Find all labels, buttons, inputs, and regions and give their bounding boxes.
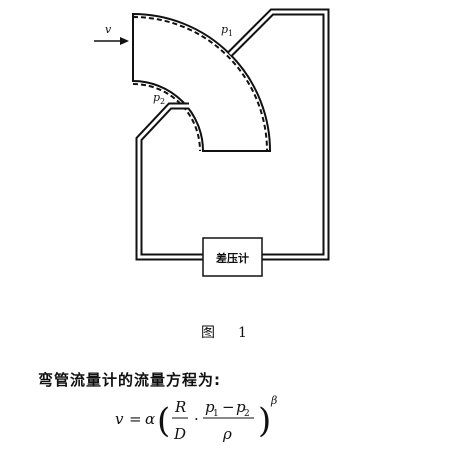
- svg-text:·: ·: [194, 410, 199, 428]
- svg-text:(: (: [157, 401, 170, 441]
- svg-text:=: =: [129, 410, 142, 428]
- svg-text:−: −: [222, 398, 235, 416]
- caption-number: 1: [238, 325, 248, 341]
- bend-flowmeter-diagram: v 差压计 p1 p2: [94, 8, 330, 277]
- svg-text:ρ: ρ: [222, 425, 232, 443]
- svg-text:v: v: [115, 410, 124, 428]
- svg-text:α: α: [145, 410, 155, 428]
- flow-equation: v = α ( R D · p 1 − p 2 ρ ) β: [115, 394, 277, 443]
- flow-arrow: [94, 37, 129, 45]
- svg-text:R: R: [174, 398, 186, 416]
- svg-text:p: p: [205, 398, 215, 416]
- velocity-label: v: [105, 23, 112, 36]
- p1-label: p1: [221, 23, 233, 38]
- caption-text: 图: [201, 325, 217, 341]
- svg-text:): ): [258, 401, 271, 441]
- svg-text:2: 2: [244, 409, 250, 419]
- svg-text:p: p: [236, 398, 246, 416]
- p2-label: p2: [153, 91, 165, 106]
- svg-text:β: β: [270, 394, 277, 407]
- svg-text:1: 1: [213, 409, 219, 419]
- intro-text: 弯管流量计的流量方程为:: [38, 371, 221, 389]
- svg-text:差压计: 差压计: [216, 251, 249, 265]
- differential-pressure-gauge: 差压计: [202, 237, 263, 277]
- svg-text:D: D: [173, 425, 186, 443]
